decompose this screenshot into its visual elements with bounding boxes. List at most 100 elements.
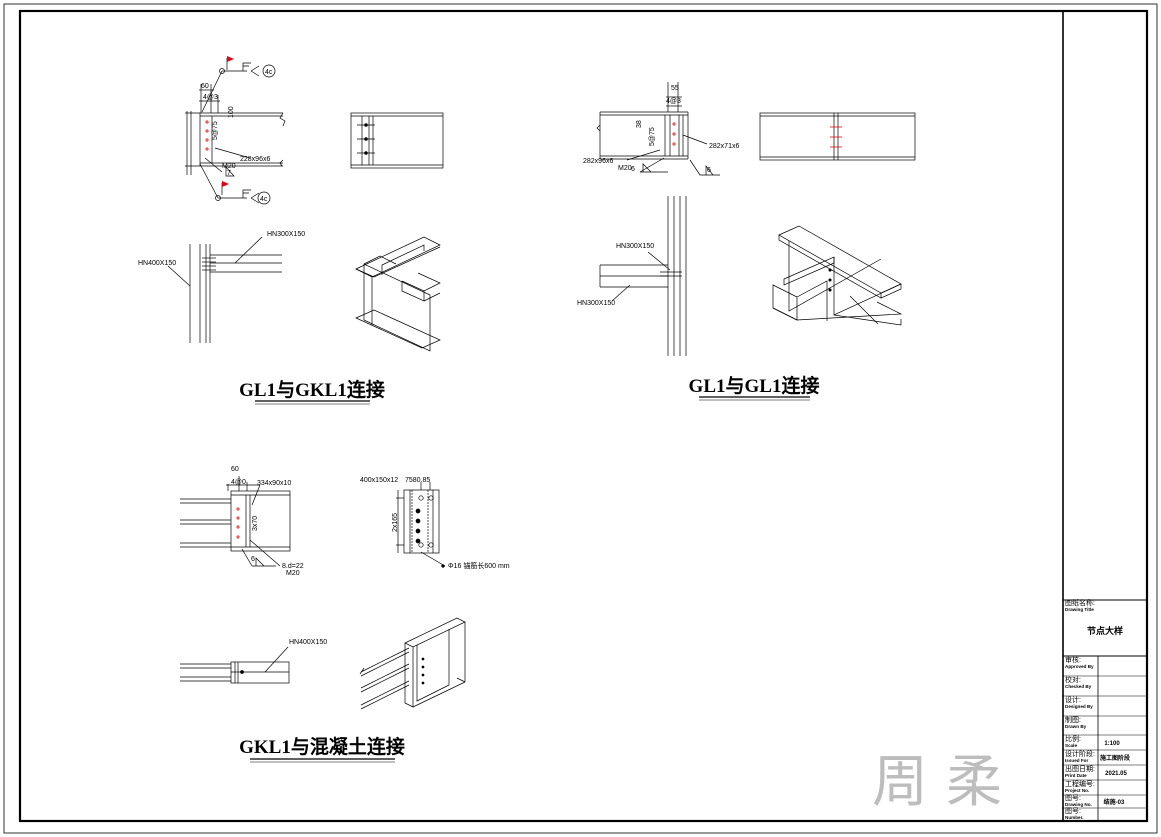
embed-plan-view — [180, 646, 290, 684]
isometric-view — [355, 236, 441, 352]
plan-view — [167, 236, 282, 343]
detail-gl1-gl1 — [596, 82, 916, 356]
splice-isometric-view — [772, 225, 903, 326]
hole-label: 8.d=22 — [282, 563, 304, 570]
dim-label: 4@3 — [666, 98, 681, 105]
embed-dim-label: 7580.85 — [405, 477, 430, 484]
drawing-title-label-en: Drawing Title — [1065, 607, 1094, 612]
dim-label: 3x70 — [252, 516, 259, 531]
title-block-row-project: 工程编号: Project No. — [1063, 779, 1147, 796]
date-value: 2021.05 — [1105, 771, 1127, 777]
beam-splice-side-view — [596, 82, 720, 176]
title-block-row-scale: 比例: Scale 1:100 — [1063, 734, 1147, 751]
embed-plate-label: 400x150x12 — [360, 477, 398, 484]
dim-label: 38 — [636, 120, 643, 128]
bolt-label: M20 — [222, 163, 236, 170]
detail-gl1-gkl1 — [167, 56, 444, 352]
section-label-beam: HN400X150 — [289, 639, 327, 646]
plate-label: 282x96x6 — [583, 158, 613, 165]
title-block-row-number: 图号: Number. — [1065, 807, 1083, 820]
dim-label: 60 — [201, 83, 209, 90]
weld-symbol-label: 4c — [260, 196, 268, 203]
plate-label: 228x96x6 — [240, 156, 270, 163]
title-block-row-drawn: 制图: Drawn By — [1063, 715, 1147, 736]
section-label-column: HN400X150 — [138, 260, 176, 267]
drawing-number-value: 结施-03 — [1104, 798, 1125, 806]
detail-title: GL1与GKL1连接 — [239, 378, 385, 401]
section-label: HN300X150 — [616, 243, 654, 250]
dim-label: 2x165 — [392, 513, 399, 532]
bolt-marks-splice — [672, 122, 676, 146]
svg-text:Drawn By: Drawn By — [1065, 724, 1087, 729]
svg-text:Print Date: Print Date — [1065, 773, 1087, 778]
embed-connection-side-view — [180, 476, 291, 567]
weld-size-label: 6 — [631, 166, 635, 173]
drawing-title-label: 图纸名称: — [1065, 598, 1095, 607]
stage-value: 施工图阶段 — [1100, 754, 1130, 762]
svg-text:图号:: 图号: — [1065, 794, 1081, 802]
splice-plan-view — [599, 196, 687, 356]
title-block-row-approved: 审核: Approved By — [1063, 655, 1147, 677]
svg-text:出图日期:: 出图日期: — [1065, 764, 1095, 773]
section-label-beam: HN300X150 — [267, 231, 305, 238]
title-block-row-checked: 校对: Checked By — [1063, 675, 1147, 697]
svg-text:Issued For: Issued For — [1065, 758, 1088, 763]
bolt-label: M20 — [618, 165, 632, 172]
drawing-name: 节点大样 — [1087, 625, 1123, 636]
detail-title: GL1与GL1连接 — [689, 374, 820, 397]
weld-flag-icon — [221, 56, 234, 195]
svg-text:图号:: 图号: — [1065, 807, 1081, 815]
plate-label: 334x90x10 — [257, 480, 291, 487]
bolt-label: M20 — [286, 570, 300, 577]
embed-isometric-view — [359, 617, 466, 710]
title-block: 图纸名称: Drawing Title 节点大样 审核: Approved By… — [1063, 598, 1147, 821]
outer-border — [3, 3, 1158, 834]
detail-gkl1-concrete — [180, 476, 466, 710]
svg-text:Checked By: Checked By — [1065, 684, 1092, 689]
svg-text:Scale: Scale — [1065, 743, 1077, 748]
svg-text:设计:: 设计: — [1065, 695, 1081, 704]
column-section-end-view — [185, 84, 286, 175]
beam-side-view — [350, 112, 444, 169]
anchor-label: Φ16 锚筋长600 mm — [448, 561, 510, 570]
svg-text:Project No.: Project No. — [1065, 788, 1089, 793]
watermark: 周柔 — [872, 750, 1020, 815]
weld-size-label: 6 — [707, 167, 711, 174]
svg-text:校对:: 校对: — [1065, 675, 1081, 684]
svg-text:设计阶段:: 设计阶段: — [1065, 749, 1095, 758]
svg-text:Drawing No.: Drawing No. — [1065, 802, 1092, 807]
title-block-row-issued: 设计阶段: Issued For 施工图阶段 — [1063, 749, 1147, 766]
section-label: HN300X150 — [577, 300, 615, 307]
bolt-marks — [205, 120, 209, 151]
weld-size-label: 7 — [227, 170, 231, 177]
weld-size-label: 6 — [251, 556, 255, 563]
svg-text:工程编号:: 工程编号: — [1065, 779, 1095, 788]
svg-text:Approved By: Approved By — [1065, 664, 1094, 669]
dim-label: 55 — [671, 85, 679, 92]
weld-leaders — [199, 62, 276, 205]
embed-plate-elevation — [396, 482, 446, 568]
plate-label: 282x71x6 — [709, 143, 739, 150]
svg-text:Designed By: Designed By — [1065, 704, 1093, 709]
title-block-row-date: 出图日期: Print Date 2021.05 — [1063, 764, 1147, 781]
dim-label: 60 — [231, 466, 239, 473]
dim-label: 4@3 — [203, 94, 218, 101]
dim-label: 100 — [228, 106, 235, 118]
bolt-marks-embed — [236, 507, 240, 539]
splice-elevation — [759, 112, 916, 161]
inner-border — [18, 9, 1149, 823]
svg-text:比例:: 比例: — [1065, 734, 1081, 743]
title-block-row-drawing-no: 图号: Drawing No. 结施-03 — [1063, 794, 1147, 809]
dim-label: 5@75 — [212, 121, 219, 140]
dim-label: 5@75 — [649, 127, 656, 146]
svg-text:Number.: Number. — [1065, 815, 1083, 820]
weld-symbol-label: 4c — [265, 69, 273, 76]
detail-title: GKL1与混凝土连接 — [239, 735, 405, 758]
svg-text:制图:: 制图: — [1065, 715, 1081, 724]
dim-label: 4@0 — [231, 479, 246, 486]
scale-value: 1:100 — [1104, 741, 1120, 747]
title-block-row-designed: 设计: Designed By — [1063, 695, 1147, 717]
svg-text:审核:: 审核: — [1065, 655, 1081, 664]
dimension-ticks — [199, 89, 220, 102]
